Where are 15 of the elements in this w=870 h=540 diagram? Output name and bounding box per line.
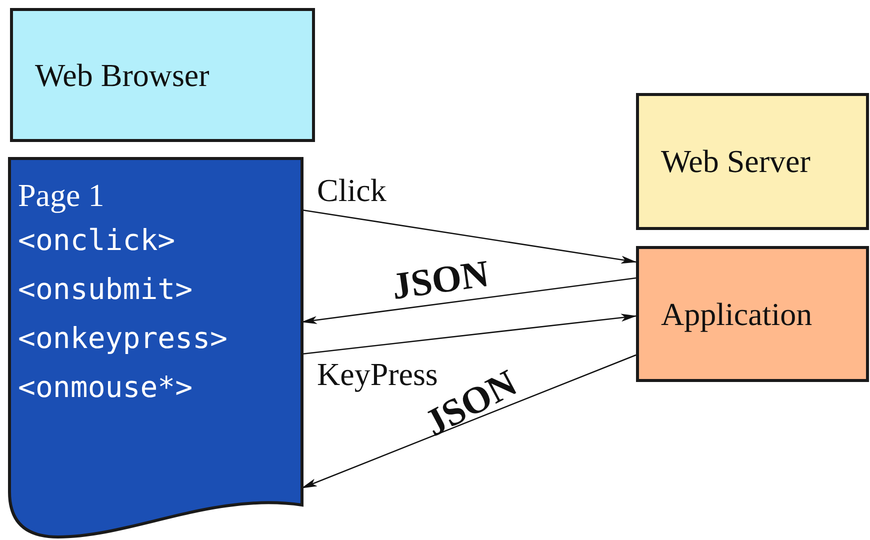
node-label: Web Server (661, 143, 810, 180)
edge-label: JSON (390, 254, 492, 306)
page-title: Page 1 (18, 177, 104, 214)
event-handler-text: <onclick> (18, 223, 176, 257)
process-box (636, 93, 869, 230)
node-label: Application (661, 296, 812, 332)
arrow (302, 314, 637, 355)
process-box (10, 8, 315, 142)
event-handler-text: <onsubmit> (18, 272, 193, 306)
edge-label: Click (317, 174, 386, 206)
arrow (302, 209, 637, 264)
node-label: Web Browser (35, 56, 210, 94)
process-box (636, 246, 869, 382)
event-handler-text: <onmouse*> (18, 370, 193, 404)
event-handler-text: <onkeypress> (18, 321, 228, 355)
